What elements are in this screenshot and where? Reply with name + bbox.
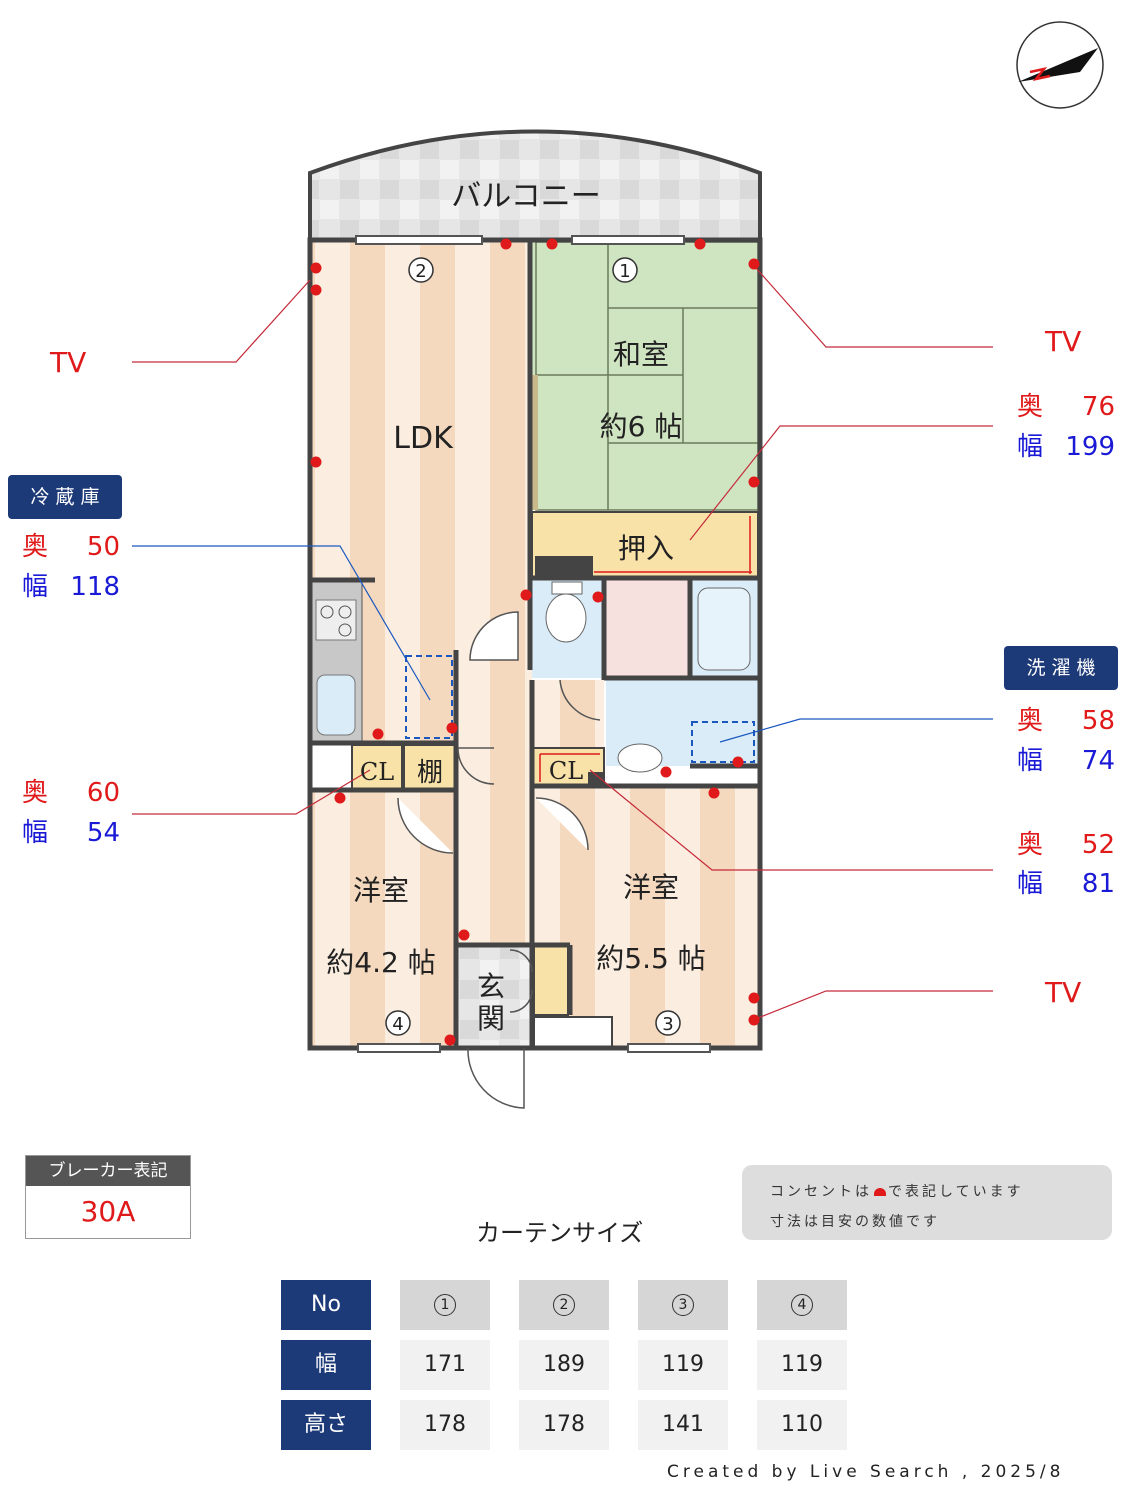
note-line1b: で表記しています [888,1184,1024,1200]
leader-tv-right-top [755,267,993,348]
genkan-char: 関 [477,1002,505,1035]
leader-washer [719,718,993,743]
breaker-value: 30A [80,1195,136,1228]
window-no-1: 1 [619,261,630,282]
window-no-4: 4 [392,1014,403,1035]
curtain-header-no: No [281,1280,371,1330]
balcony-label: バルコニー [451,179,600,214]
curtain-height-3: 141 [638,1400,728,1450]
washer-space [691,721,755,763]
youshitsu2-label: 洋室 [623,871,679,904]
tv-label-right-bottom: TV [1045,976,1082,1009]
genkan-label: 玄関 [477,970,505,1035]
compass-icon [1016,21,1104,109]
curtain-no-2: 2 [519,1280,609,1330]
curtain-row-width: 幅 [281,1340,371,1390]
curtain-height-2: 178 [519,1400,609,1450]
tana-label: 棚 [417,758,443,788]
breaker-box: ブレーカー表記 30A [25,1155,191,1239]
outlet-icon [874,1188,886,1196]
curtain-width-1: 171 [400,1340,490,1390]
window-no-2: 2 [415,261,426,282]
curtain-no-1: 1 [400,1280,490,1330]
outlet-markers [310,238,760,1046]
curtain-height-1: 178 [400,1400,490,1450]
washer-tag: 洗濯機 [1004,646,1118,690]
youshitsu2-size: 約5.5 帖 [596,942,705,975]
leader-tv-right-bottom [757,990,993,1019]
breaker-title: ブレーカー表記 [26,1156,190,1186]
curtain-title: カーテンサイズ [476,1219,644,1247]
genkan-area [458,945,532,1047]
curtain-no-3-label: 3 [672,1294,694,1316]
leader-tv-left [132,279,311,363]
leader-cl-right [589,769,993,871]
youshitsu1-size: 約4.2 帖 [326,946,435,979]
cl-right-label: CL [549,757,583,785]
curtain-width-2: 189 [519,1340,609,1390]
fridge-tag: 冷蔵庫 [8,475,122,519]
curtain-no-2-label: 2 [553,1294,575,1316]
fridge-space [405,655,453,739]
oshiire-label: 押入 [618,532,674,565]
note-line2: 寸法は目安の数値です [770,1214,940,1230]
curtain-width-4: 119 [757,1340,847,1390]
curtain-no-4-label: 4 [791,1294,813,1316]
washitsu-tatami [530,241,759,511]
ldk-label: LDK [393,421,454,456]
washitsu-size: 約6 帖 [600,410,683,443]
curtain-no-4: 4 [757,1280,847,1330]
curtain-height-4: 110 [757,1400,847,1450]
genkan-char: 玄 [477,970,505,1003]
note-line1a: コンセントは [770,1184,872,1200]
leader-oshiire [689,425,993,541]
cl-left-label: CL [360,758,394,786]
balcony-area [308,129,762,242]
leader-cl-left [132,769,371,815]
curtain-no-1-label: 1 [434,1294,456,1316]
hall-floor [458,660,532,945]
curtain-width-3: 119 [638,1340,728,1390]
tv-label-left: TV [50,346,87,379]
leader-fridge [132,545,431,701]
curtain-no-3: 3 [638,1280,728,1330]
youshitsu1-floor [312,792,456,1047]
youshitsu1-label: 洋室 [353,874,409,907]
window-no-3: 3 [662,1014,673,1035]
tana-area [403,744,457,791]
credit-text: Created by Live Search , 2025/8 [667,1462,1065,1482]
curtain-row-height: 高さ [281,1400,371,1450]
tv-label-right-top: TV [1045,325,1082,358]
legend-note: コンセントはで表記しています 寸法は目安の数値です [742,1165,1112,1240]
washitsu-label: 和室 [613,338,669,371]
